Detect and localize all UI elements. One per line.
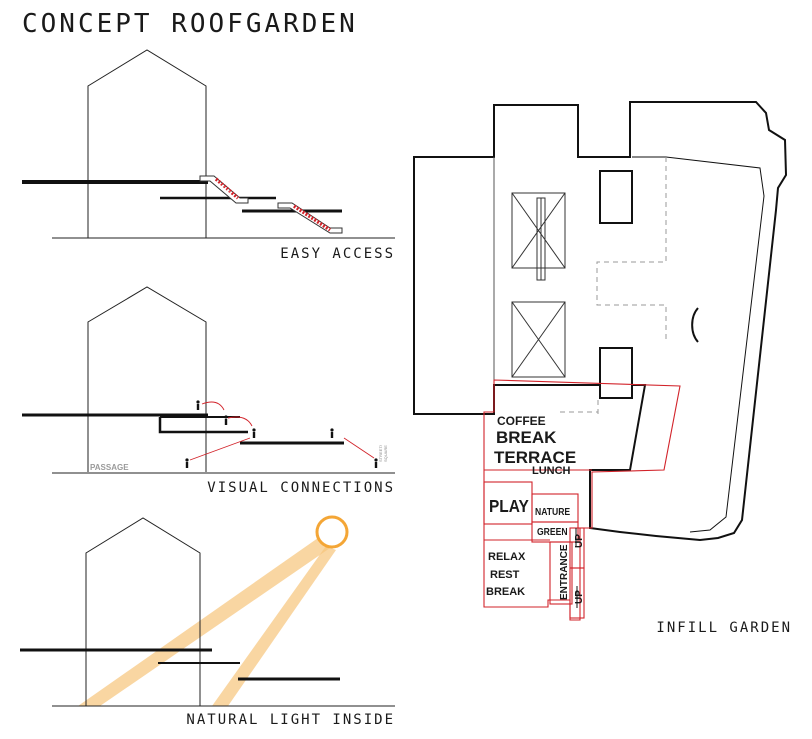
ramp-2-stripes [293, 204, 331, 232]
caption-easy-access: EASY ACCESS [280, 246, 395, 262]
zone-relax: RELAX [488, 551, 526, 563]
caption-visual-connections: VISUAL CONNECTIONS [207, 480, 395, 496]
panel-visual-connections: PASSAGE STREET/ SQUARE VISUAL CONNECTION… [22, 286, 395, 496]
infill-garden-plan: COFFEE BREAK TERRACE LUNCH PLAY NATURE G… [413, 101, 792, 636]
street-label-1: STREET/ [378, 444, 383, 462]
light-beam-2 [212, 546, 336, 706]
dashed-outlines [560, 157, 667, 416]
person-icons [185, 400, 378, 468]
zone-lunch: LUNCH [532, 465, 571, 477]
passage-label: PASSAGE [90, 463, 129, 472]
page-title: CONCEPT ROOFGARDEN [22, 9, 358, 39]
sightlines [189, 401, 375, 461]
sun-icon [315, 515, 349, 549]
caption-infill-garden: INFILL GARDEN [656, 620, 792, 636]
zone-up-2: UP [574, 590, 585, 604]
ramp-2 [277, 202, 343, 234]
ramp-1-stripes [214, 177, 240, 200]
house-outline [85, 517, 201, 706]
zone-up-1: UP [574, 534, 585, 548]
panel-easy-access: EASY EASY ACCESS [22, 49, 395, 262]
street-label-2: SQUARE [383, 445, 388, 462]
inner-wall [632, 156, 765, 533]
zone-terrace: TERRACE [494, 448, 576, 467]
zone-nature: NATURE [535, 506, 570, 517]
zone-play: PLAY [489, 496, 529, 516]
light-beam-1 [78, 538, 330, 706]
house-outline [87, 286, 207, 472]
zone-labels: COFFEE BREAK TERRACE LUNCH PLAY NATURE G… [486, 414, 585, 604]
zone-break-2: BREAK [486, 586, 525, 598]
building-outline [413, 101, 788, 542]
caption-natural-light: NATURAL LIGHT INSIDE [186, 712, 395, 728]
panel-natural-light: NATURAL LIGHT INSIDE [20, 515, 395, 728]
zone-entrance: ENTRANCE [559, 544, 570, 600]
column-lower [599, 347, 633, 399]
zone-outlines [483, 379, 681, 621]
house-outline [87, 49, 207, 238]
floor-level-2 [158, 417, 248, 434]
arrow-icons [575, 528, 578, 608]
zone-green: GREEN [537, 526, 568, 537]
zone-break: BREAK [496, 428, 557, 447]
void-lower [511, 301, 566, 378]
zone-rest: REST [490, 569, 520, 581]
wall-bump [691, 307, 699, 343]
zone-coffee: COFFEE [497, 414, 546, 428]
void-upper [511, 192, 566, 281]
column-upper [599, 170, 633, 224]
